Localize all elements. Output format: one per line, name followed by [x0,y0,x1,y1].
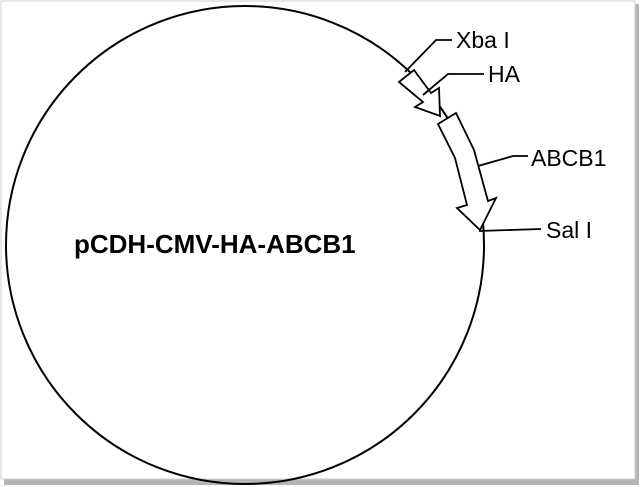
abcb1-leader-line [477,155,528,167]
ha-label: HA [488,61,521,87]
xba-leader-line [404,39,452,73]
abcb1-arrow [436,111,498,232]
ha-arrow [397,68,441,118]
plasmid-name: pCDH-CMV-HA-ABCB1 [74,229,356,259]
frame-border [0,0,636,480]
abcb1-label: ABCB1 [531,145,606,171]
xba-label: Xba I [456,27,510,53]
plasmid-circle [5,5,485,485]
sal-leader-line [478,228,542,232]
ha-leader-line [422,73,484,96]
sal-label: Sal I [546,217,592,243]
